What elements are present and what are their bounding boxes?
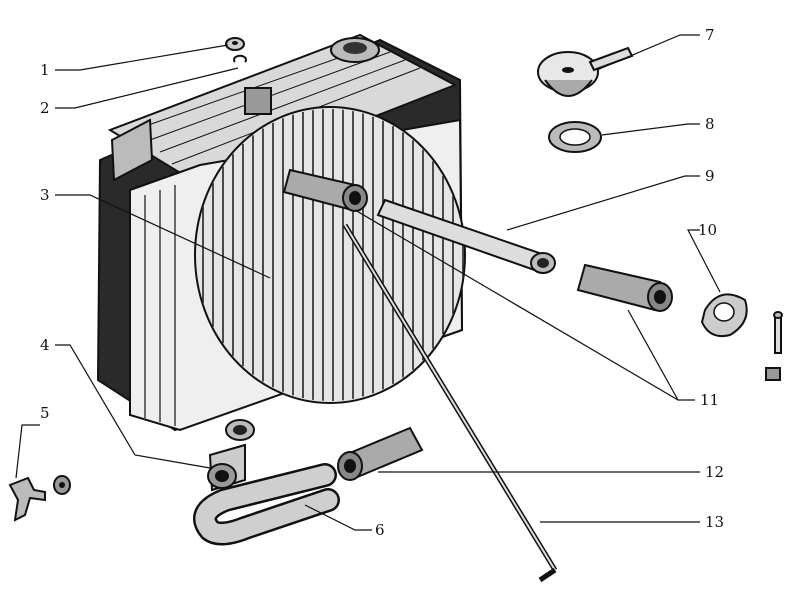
leader-3 (55, 194, 271, 279)
leader-6 (304, 504, 372, 531)
washer-part-2 (233, 54, 247, 63)
leader-11b (627, 309, 679, 401)
leader-9 (506, 175, 700, 231)
label-6: 6 (375, 521, 385, 539)
callout-labels: 1 2 3 4 5 6 7 8 9 10 11 12 13 (40, 26, 724, 539)
label-1: 1 (40, 61, 50, 79)
radiator-assembly (96, 33, 466, 441)
label-12: 12 (705, 463, 724, 481)
label-11: 11 (700, 391, 719, 409)
label-4: 4 (40, 336, 50, 354)
label-13: 13 (705, 513, 724, 531)
leader-1 (55, 44, 229, 71)
leader-2 (55, 67, 239, 109)
label-8: 8 (705, 115, 715, 133)
elbow-part-4 (207, 443, 246, 492)
hose-part-11-upper (282, 168, 368, 212)
leader-5 (15, 424, 40, 479)
drain-nut-part-5 (53, 475, 71, 495)
bolt-part-10 (765, 311, 783, 381)
rod-part-13 (342, 223, 558, 583)
label-9: 9 (705, 167, 715, 185)
hose-clip-part-10 (700, 293, 748, 338)
hose-part-11-lower (576, 263, 673, 312)
curved-hose-part-6 (193, 463, 340, 546)
leader-8 (601, 123, 700, 136)
label-3: 3 (40, 186, 50, 204)
pipe-part-9 (376, 198, 556, 274)
drain-tap-part-5 (8, 476, 46, 522)
leader-lines (15, 34, 721, 531)
label-5: 5 (40, 404, 50, 422)
gasket-part-8 (548, 121, 602, 153)
hose-part-12 (337, 426, 424, 481)
leader-4 (55, 344, 211, 469)
label-10: 10 (698, 221, 717, 239)
label-2: 2 (40, 99, 50, 117)
radiator-cap-part-7 (537, 46, 634, 97)
leader-7 (596, 34, 700, 71)
label-7: 7 (705, 26, 715, 44)
leader-10 (687, 229, 721, 293)
nut-part-1 (225, 37, 245, 51)
